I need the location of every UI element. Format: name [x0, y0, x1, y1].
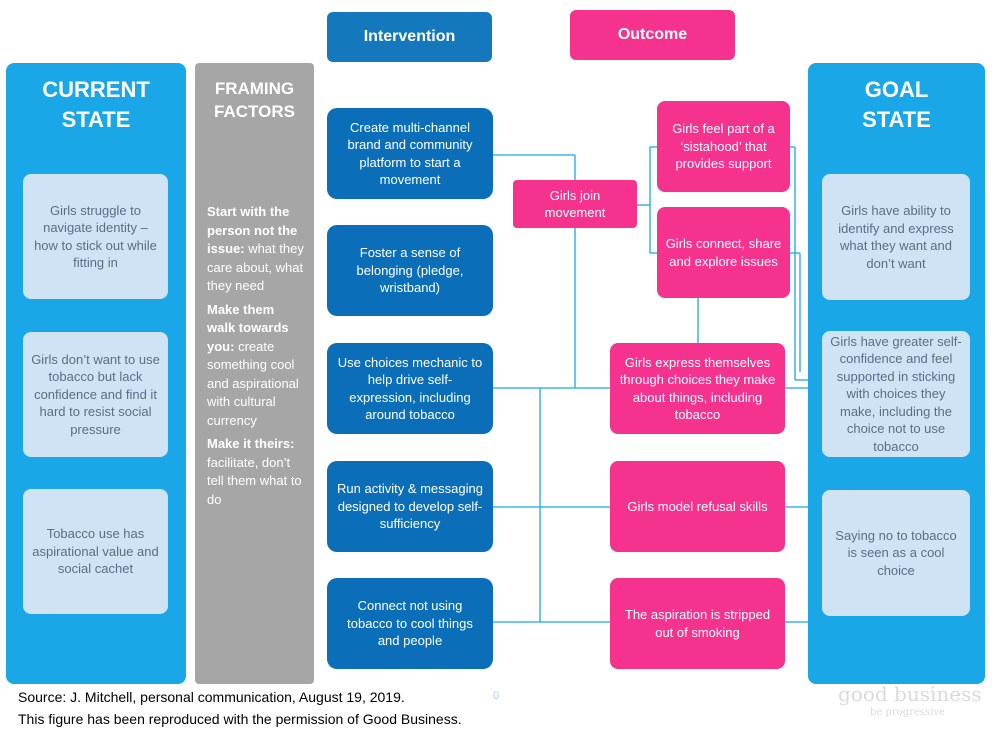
framing-item-1-text: what they care about, what they need	[207, 241, 304, 293]
outcome-box-4: Girls model refusal skills	[610, 461, 785, 552]
intervention-text-2: Foster a sense of belonging (pledge, wri…	[356, 245, 464, 296]
stray-mark: 0	[493, 690, 500, 702]
source-line: Source: J. Mitchell, personal communicat…	[18, 689, 405, 705]
intervention-box-2: Foster a sense of belonging (pledge, wri…	[327, 225, 493, 316]
framing-item-2-text: create something cool and aspirational w…	[207, 338, 299, 428]
outcome-box-2: Girls connect, share and explore issues	[657, 207, 790, 298]
outcome-box-5: The aspiration is stripped out of smokin…	[610, 578, 785, 669]
current-state-column: CURRENT STATE Girls struggle to navigate…	[6, 63, 186, 684]
current-state-text-1: Girls struggle to navigate identity – ho…	[34, 202, 157, 271]
outcome-text-5: The aspiration is stripped out of smokin…	[624, 607, 771, 640]
outcome-box-3: Girls express themselves through choices…	[610, 343, 785, 434]
framing-factors-column: FRAMING FACTORS Start with the person no…	[195, 63, 314, 684]
goal-state-box-2: Girls have greater self-confidence and f…	[822, 331, 970, 457]
intervention-text-1: Create multi-channel brand and community…	[347, 119, 473, 188]
outcome-text-4: Girls model refusal skills	[627, 498, 768, 514]
current-state-title: CURRENT STATE	[42, 77, 150, 132]
intervention-box-5: Connect not using tobacco to cool things…	[327, 578, 493, 669]
outcome-text-1: Girls feel part of a ‘sistahood’ that pr…	[672, 121, 775, 172]
intervention-header: Intervention	[327, 12, 492, 62]
goal-state-text-3: Saying no to tobacco is seen as a cool c…	[835, 527, 957, 578]
goal-state-column: GOAL STATE Girls have ability to identif…	[808, 63, 985, 684]
intervention-header-label: Intervention	[363, 28, 456, 46]
outcome-box-1: Girls feel part of a ‘sistahood’ that pr…	[657, 101, 790, 192]
outcome-text-3: Girls express themselves through choices…	[619, 354, 776, 423]
current-state-text-3: Tobacco use has aspirational value and s…	[32, 526, 159, 577]
framing-item-3-bold: Make it theirs:	[207, 436, 295, 451]
good-business-tagline: be progressive	[870, 707, 945, 718]
intervention-box-3: Use choices mechanic to help drive self-…	[327, 343, 493, 434]
goal-state-box-1: Girls have ability to identify and expre…	[822, 174, 970, 300]
goal-state-box-3: Saying no to tobacco is seen as a cool c…	[822, 490, 970, 616]
good-business-logo: good business	[838, 682, 982, 706]
intervention-box-1: Create multi-channel brand and community…	[327, 108, 493, 199]
intervention-text-5: Connect not using tobacco to cool things…	[347, 598, 473, 649]
framing-item-1: Start with the person not the issue: wha…	[207, 203, 304, 296]
goal-state-text-1: Girls have ability to identify and expre…	[838, 203, 954, 271]
framing-item-3-text: facilitate, don’t tell them what to do	[207, 454, 302, 507]
outcome-text-2: Girls connect, share and explore issues	[665, 236, 782, 269]
permission-line: This figure has been reproduced with the…	[18, 711, 462, 727]
current-state-text-2: Girls don’t want to use tobacco but lack…	[31, 351, 160, 437]
framing-item-2: Make them walk towards you: create somet…	[207, 301, 304, 431]
goal-state-text-2: Girls have greater self-confidence and f…	[830, 333, 962, 454]
intervention-box-4: Run activity & messaging designed to dev…	[327, 461, 493, 552]
join-movement-text: Girls join movement	[544, 187, 606, 221]
goal-state-title: GOAL STATE	[862, 77, 931, 132]
intervention-text-3: Use choices mechanic to help drive self-…	[337, 354, 483, 423]
intervention-text-4: Run activity & messaging designed to dev…	[337, 481, 483, 532]
framing-item-2-bold: Make them walk towards you:	[207, 301, 289, 354]
framing-factors-title: FRAMING FACTORS	[214, 79, 295, 121]
framing-item-3: Make it theirs: facilitate, don’t tell t…	[207, 435, 304, 509]
current-state-box-2: Girls don’t want to use tobacco but lack…	[23, 332, 168, 457]
outcome-header-label: Outcome	[617, 26, 688, 44]
framing-factors-list: Start with the person not the issue: wha…	[207, 203, 304, 514]
framing-item-1-bold: Start with the person not the issue:	[207, 204, 298, 256]
outcome-header: Outcome	[570, 10, 735, 60]
join-movement-box: Girls join movement	[513, 180, 637, 228]
current-state-box-1: Girls struggle to navigate identity – ho…	[23, 174, 168, 299]
current-state-box-3: Tobacco use has aspirational value and s…	[23, 489, 168, 614]
